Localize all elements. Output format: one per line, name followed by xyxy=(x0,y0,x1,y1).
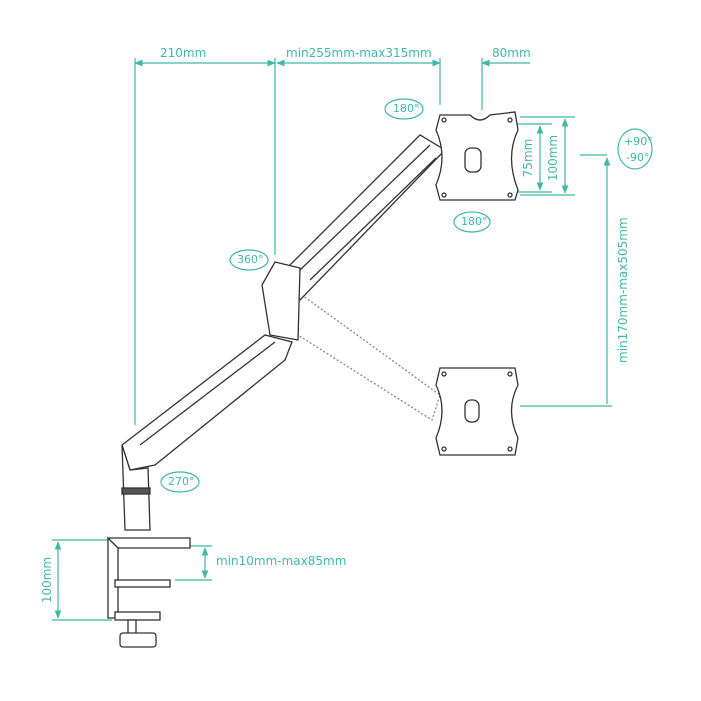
dim-clamp-height: 100mm xyxy=(40,556,54,604)
rotation-elbow: 360° xyxy=(237,253,264,266)
dim-vesa-large: 100mm xyxy=(546,134,560,182)
dim-height-range: min170mm-max505mm xyxy=(616,217,630,363)
dimension-lines xyxy=(52,58,653,621)
monitor-arm xyxy=(107,111,519,648)
dim-vesa-small: 75mm xyxy=(521,138,535,178)
rotation-plate-swivel-top: 180° xyxy=(393,102,420,115)
rotation-plate-swivel-bottom: 180° xyxy=(461,215,488,228)
dim-arm-reach: min255mm-max315mm xyxy=(286,46,432,60)
dim-plate-offset: 80mm xyxy=(492,46,531,60)
rotation-plate-minus: -90° xyxy=(626,151,650,164)
dim-base-to-joint: 210mm xyxy=(160,46,207,60)
rotation-plate-plus: +90° xyxy=(624,135,653,148)
dim-desk-thickness: min10mm-max85mm xyxy=(216,554,347,568)
rotation-base: 270° xyxy=(168,475,195,488)
